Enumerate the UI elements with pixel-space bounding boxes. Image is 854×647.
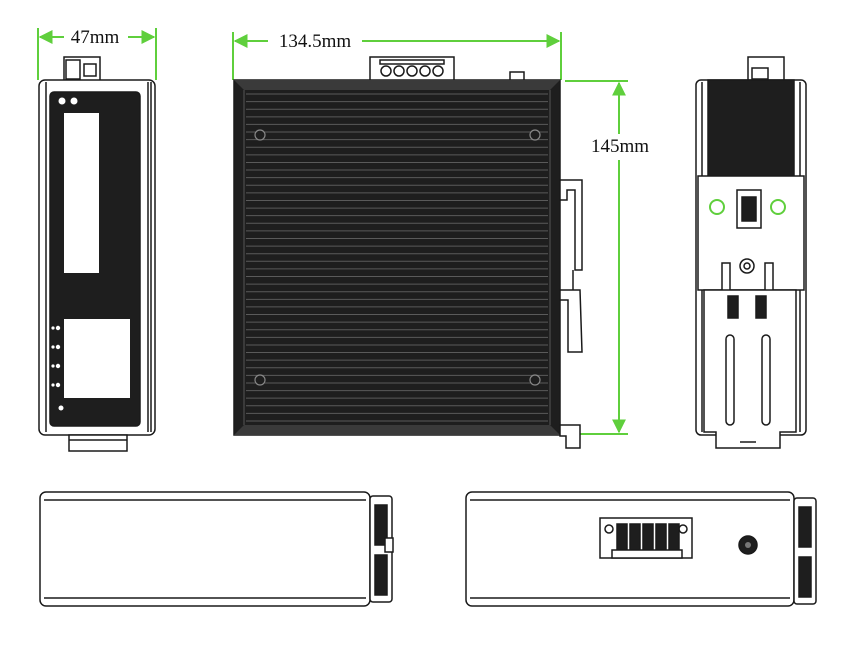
din-clip-side (559, 179, 583, 449)
port-led-icon (51, 345, 55, 349)
screw-icon (529, 129, 541, 141)
port-led-icon (55, 325, 61, 331)
screw-icon (529, 374, 541, 386)
port-led-icon (51, 364, 55, 368)
dimension-length: 134.5mm (232, 31, 562, 80)
screw-icon (254, 374, 266, 386)
top-view (465, 491, 817, 607)
port-led-icon (55, 382, 61, 388)
front-view (38, 56, 156, 452)
rear-view (695, 56, 807, 449)
width-label: 47mm (71, 27, 120, 48)
port-led-icon (55, 344, 61, 350)
height-label: 145mm (591, 136, 649, 157)
front-led-group (51, 325, 61, 388)
length-label: 134.5mm (279, 31, 352, 52)
port-led-icon (51, 326, 55, 330)
port-led-icon (55, 363, 61, 369)
side-screws (254, 129, 541, 386)
dimension-width: 47mm (37, 27, 157, 80)
port-led-icon (51, 383, 55, 387)
heatsink-fins (246, 93, 548, 422)
screw-icon (254, 129, 266, 141)
bottom-view (39, 491, 394, 607)
